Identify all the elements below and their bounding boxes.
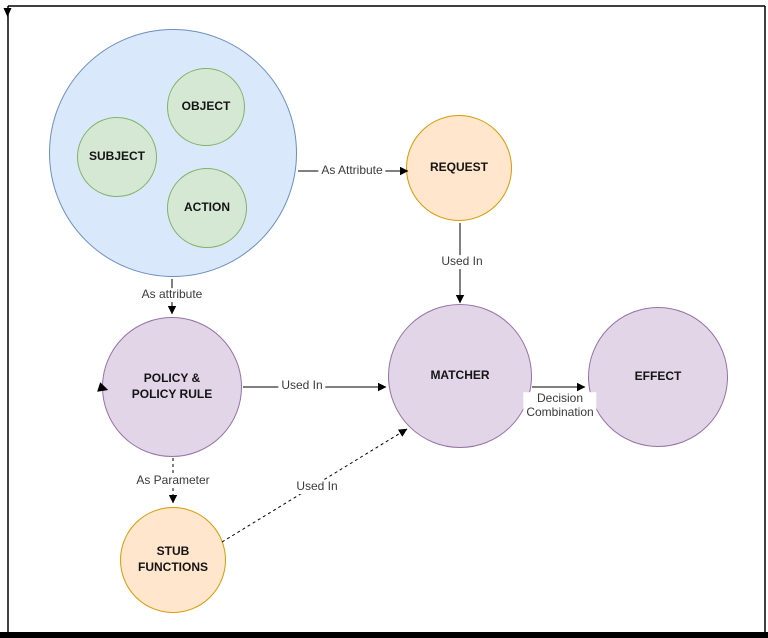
effect-node: EFFECT (588, 307, 728, 447)
edge-label-used-in-stub: Used In (293, 479, 341, 494)
matcher-node-label: MATCHER (430, 368, 490, 383)
request-node: REQUEST (406, 115, 512, 221)
matcher-node: MATCHER (388, 304, 532, 448)
stub-functions-node-label: STUB FUNCTIONS (138, 544, 208, 574)
edge-label-used-in-request: Used In (438, 254, 486, 269)
page-border-bottom-bar (0, 632, 768, 638)
effect-node-label: EFFECT (634, 369, 682, 384)
action-node: ACTION (167, 168, 247, 248)
policy-node: POLICY & POLICY RULE (102, 317, 242, 457)
edge-label-used-in-policy: Used In (278, 378, 326, 393)
edge-label-as-attribute-policy: As attribute (138, 287, 206, 302)
edge-label-decision-combination: Decision Combination (523, 391, 597, 420)
corner-arrow-down-icon (3, 8, 12, 17)
object-node: OBJECT (167, 68, 245, 146)
policy-node-label: POLICY & POLICY RULE (131, 371, 213, 401)
subject-node-label: SUBJECT (88, 149, 145, 164)
object-node-label: OBJECT (181, 99, 231, 114)
action-node-label: ACTION (184, 200, 230, 215)
edge-label-as-parameter: As Parameter (133, 473, 213, 488)
subject-node: SUBJECT (77, 117, 157, 197)
request-node-label: REQUEST (429, 160, 488, 175)
stub-functions-node: STUB FUNCTIONS (120, 507, 226, 613)
edge-label-as-attribute-request: As Attribute (318, 163, 386, 178)
